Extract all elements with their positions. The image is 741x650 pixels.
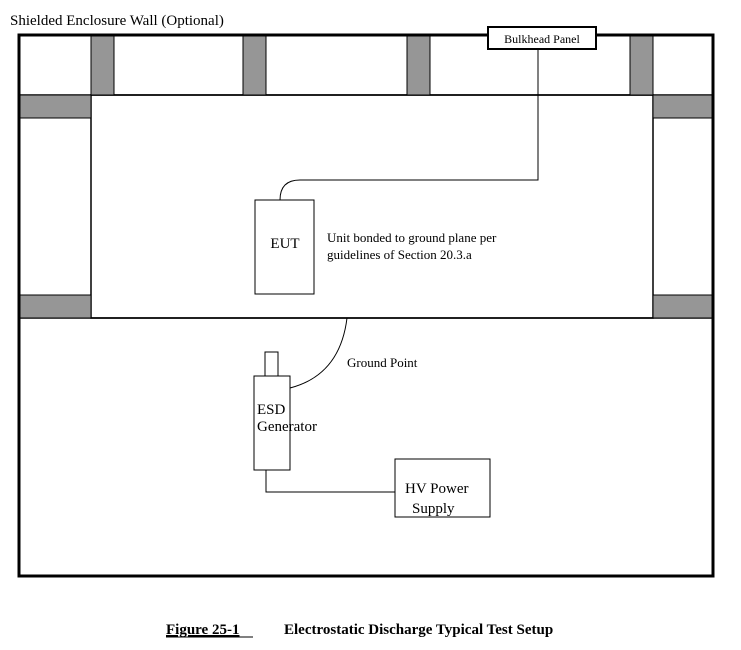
eut-label: EUT	[270, 236, 299, 252]
side-post-left-bottom	[19, 294, 92, 319]
figure-title: Electrostatic Discharge Typical Test Set…	[284, 622, 553, 638]
hv-power-supply-box	[394, 458, 491, 518]
top-post-1	[90, 35, 115, 96]
side-post-right-top	[652, 94, 713, 119]
bulkhead-label: Bulkhead Panel	[504, 32, 580, 46]
figure-number: Figure 25-1	[166, 622, 239, 638]
hv-cable	[265, 470, 395, 493]
top-post-2	[242, 35, 267, 96]
hv-label-line1: HV Power	[405, 481, 468, 497]
top-post-3	[406, 35, 431, 96]
ground-point-label: Ground Point	[347, 355, 418, 370]
esd-label-line1: ESD	[257, 402, 286, 418]
enclosure-label: Shielded Enclosure Wall (Optional)	[10, 13, 224, 29]
bond-note-line2: guidelines of Section 20.3.a	[327, 247, 472, 262]
bond-note-line1: Unit bonded to ground plane per	[327, 230, 497, 245]
side-post-left-top	[19, 94, 92, 119]
eut-box	[254, 199, 315, 295]
ground-strap	[289, 317, 348, 389]
bulkhead-panel	[487, 26, 597, 50]
top-post-4	[629, 35, 654, 96]
esd-label-line2: Generator	[257, 419, 317, 435]
enclosure-wall	[17, 33, 715, 578]
esd-generator-tip	[264, 351, 279, 377]
ground-plane-table	[90, 94, 654, 319]
eut-cable	[279, 49, 539, 201]
side-post-right-bottom	[652, 294, 713, 319]
esd-generator-box	[253, 375, 291, 471]
hv-label-line2: Supply	[412, 501, 455, 517]
